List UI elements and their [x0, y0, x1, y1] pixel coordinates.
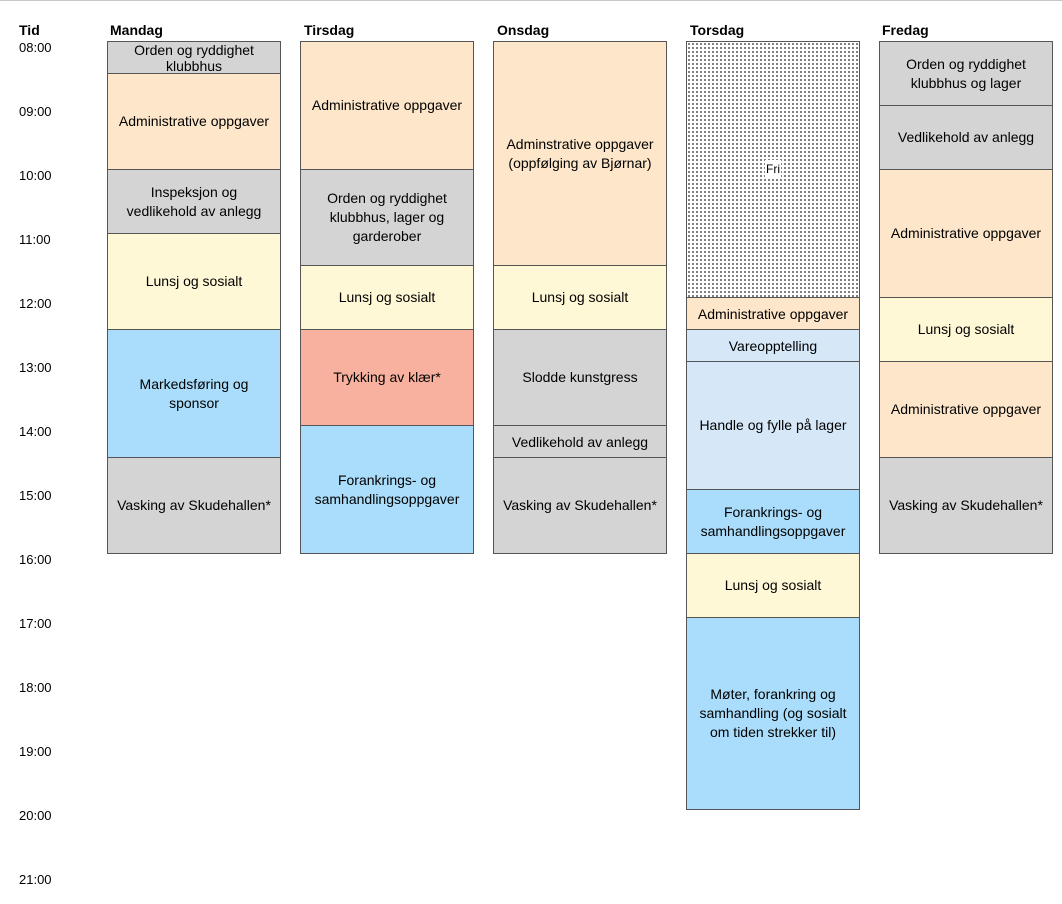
schedule-block-tirsdag[interactable]: Lunsj og sosialt	[300, 265, 474, 330]
schedule-block-torsdag[interactable]: Møter, forankring og samhandling (og sos…	[686, 617, 860, 810]
block-label: Markedsføring og sponsor	[139, 375, 249, 411]
schedule-block-onsdag[interactable]: Lunsj og sosialt	[493, 265, 667, 330]
schedule-block-tirsdag[interactable]: Trykking av klær*	[300, 329, 474, 426]
block-label: Lunsj og sosialt	[531, 289, 629, 305]
day-header-fredag: Fredag	[882, 22, 929, 38]
schedule-block-mandag[interactable]: Vasking av Skudehallen*	[107, 457, 281, 554]
schedule-block-fredag[interactable]: Lunsj og sosialt	[879, 297, 1053, 362]
time-label: 13:00	[19, 360, 52, 375]
block-label: Lunsj og sosialt	[917, 321, 1015, 337]
schedule-block-fredag[interactable]: Administrative oppgaver	[879, 169, 1053, 298]
block-label: Administrative oppgaver	[697, 305, 849, 322]
schedule-block-tirsdag[interactable]: Forankrings- og samhandlingsoppgaver	[300, 425, 474, 554]
block-label: Orden og ryddighet klubbhus og lager	[906, 55, 1026, 91]
block-label: Administrative oppgaver	[890, 225, 1042, 241]
block-label: Vasking av Skudehallen*	[117, 497, 271, 513]
schedule-block-tirsdag[interactable]: Administrative oppgaver	[300, 41, 474, 170]
block-label: Vareopptelling	[728, 337, 818, 354]
block-label: Lunsj og sosialt	[145, 273, 243, 289]
block-label: Administrative oppgaver	[118, 113, 270, 129]
block-label: Vasking av Skudehallen*	[503, 497, 657, 513]
time-label: 11:00	[19, 232, 51, 247]
schedule-block-mandag[interactable]: Orden og ryddighet klubbhus	[107, 41, 281, 74]
block-label: Lunsj og sosialt	[338, 289, 436, 305]
time-label: 10:00	[19, 168, 52, 183]
schedule-block-mandag[interactable]: Administrative oppgaver	[107, 73, 281, 170]
schedule-block-torsdag[interactable]: Forankrings- og samhandlingsoppgaver	[686, 489, 860, 554]
block-label: Lunsj og sosialt	[724, 577, 822, 593]
schedule-block-fredag[interactable]: Vasking av Skudehallen*	[879, 457, 1053, 554]
time-label: 15:00	[19, 488, 52, 503]
schedule-block-mandag[interactable]: Inspeksjon og vedlikehold av anlegg	[107, 169, 281, 234]
time-label: 12:00	[19, 296, 52, 311]
schedule-block-fredag[interactable]: Vedlikehold av anlegg	[879, 105, 1053, 170]
block-label: Slodde kunstgress	[522, 369, 638, 385]
time-label: 09:00	[19, 104, 52, 119]
day-header-mandag: Mandag	[110, 22, 163, 38]
block-label: Fri	[765, 160, 781, 179]
block-label: Handle og fylle på lager	[699, 417, 847, 433]
schedule-block-torsdag[interactable]: Lunsj og sosialt	[686, 553, 860, 618]
block-label: Vedlikehold av anlegg	[511, 433, 649, 450]
block-label: Forankrings- og samhandlingsoppgaver	[700, 503, 846, 539]
schedule-block-torsdag[interactable]: Fri	[686, 41, 860, 298]
schedule-block-onsdag[interactable]: Vasking av Skudehallen*	[493, 457, 667, 554]
block-label: Administrative oppgaver	[311, 97, 463, 113]
schedule-block-mandag[interactable]: Lunsj og sosialt	[107, 233, 281, 330]
day-header-onsdag: Onsdag	[497, 22, 550, 38]
time-label: 19:00	[19, 744, 52, 759]
time-column-header: Tid	[19, 22, 40, 38]
block-label: Orden og ryddighet klubbhus	[134, 41, 254, 74]
time-label: 08:00	[19, 40, 52, 55]
schedule-block-onsdag[interactable]: Adminstrative oppgaver (oppfølging av Bj…	[493, 41, 667, 266]
top-divider	[0, 0, 1062, 1]
time-label: 16:00	[19, 552, 52, 567]
day-header-torsdag: Torsdag	[690, 22, 745, 38]
schedule-block-tirsdag[interactable]: Orden og ryddighet klubbhus, lager og ga…	[300, 169, 474, 266]
schedule-block-torsdag[interactable]: Vareopptelling	[686, 329, 860, 362]
block-label: Trykking av klær*	[333, 369, 441, 385]
time-label: 18:00	[19, 680, 52, 695]
schedule-block-onsdag[interactable]: Vedlikehold av anlegg	[493, 425, 667, 458]
time-label: 14:00	[19, 424, 52, 439]
schedule-block-torsdag[interactable]: Administrative oppgaver	[686, 297, 860, 330]
time-label: 21:00	[19, 872, 52, 887]
time-label: 20:00	[19, 808, 52, 823]
schedule-block-fredag[interactable]: Administrative oppgaver	[879, 361, 1053, 458]
block-label: Inspeksjon og vedlikehold av anlegg	[126, 183, 262, 219]
day-header-tirsdag: Tirsdag	[304, 22, 355, 38]
schedule-block-onsdag[interactable]: Slodde kunstgress	[493, 329, 667, 426]
block-label: Administrative oppgaver	[890, 401, 1042, 417]
block-label: Vasking av Skudehallen*	[889, 497, 1043, 513]
block-label: Orden og ryddighet klubbhus, lager og ga…	[327, 190, 447, 244]
block-label: Forankrings- og samhandlingsoppgaver	[314, 471, 460, 507]
block-label: Vedlikehold av anlegg	[897, 129, 1035, 145]
time-label: 17:00	[19, 616, 52, 631]
schedule-block-fredag[interactable]: Orden og ryddighet klubbhus og lager	[879, 41, 1053, 106]
block-label: Møter, forankring og samhandling (og sos…	[699, 686, 847, 740]
schedule-block-mandag[interactable]: Markedsføring og sponsor	[107, 329, 281, 458]
block-label: Adminstrative oppgaver (oppfølging av Bj…	[506, 135, 654, 171]
schedule-block-torsdag[interactable]: Handle og fylle på lager	[686, 361, 860, 490]
